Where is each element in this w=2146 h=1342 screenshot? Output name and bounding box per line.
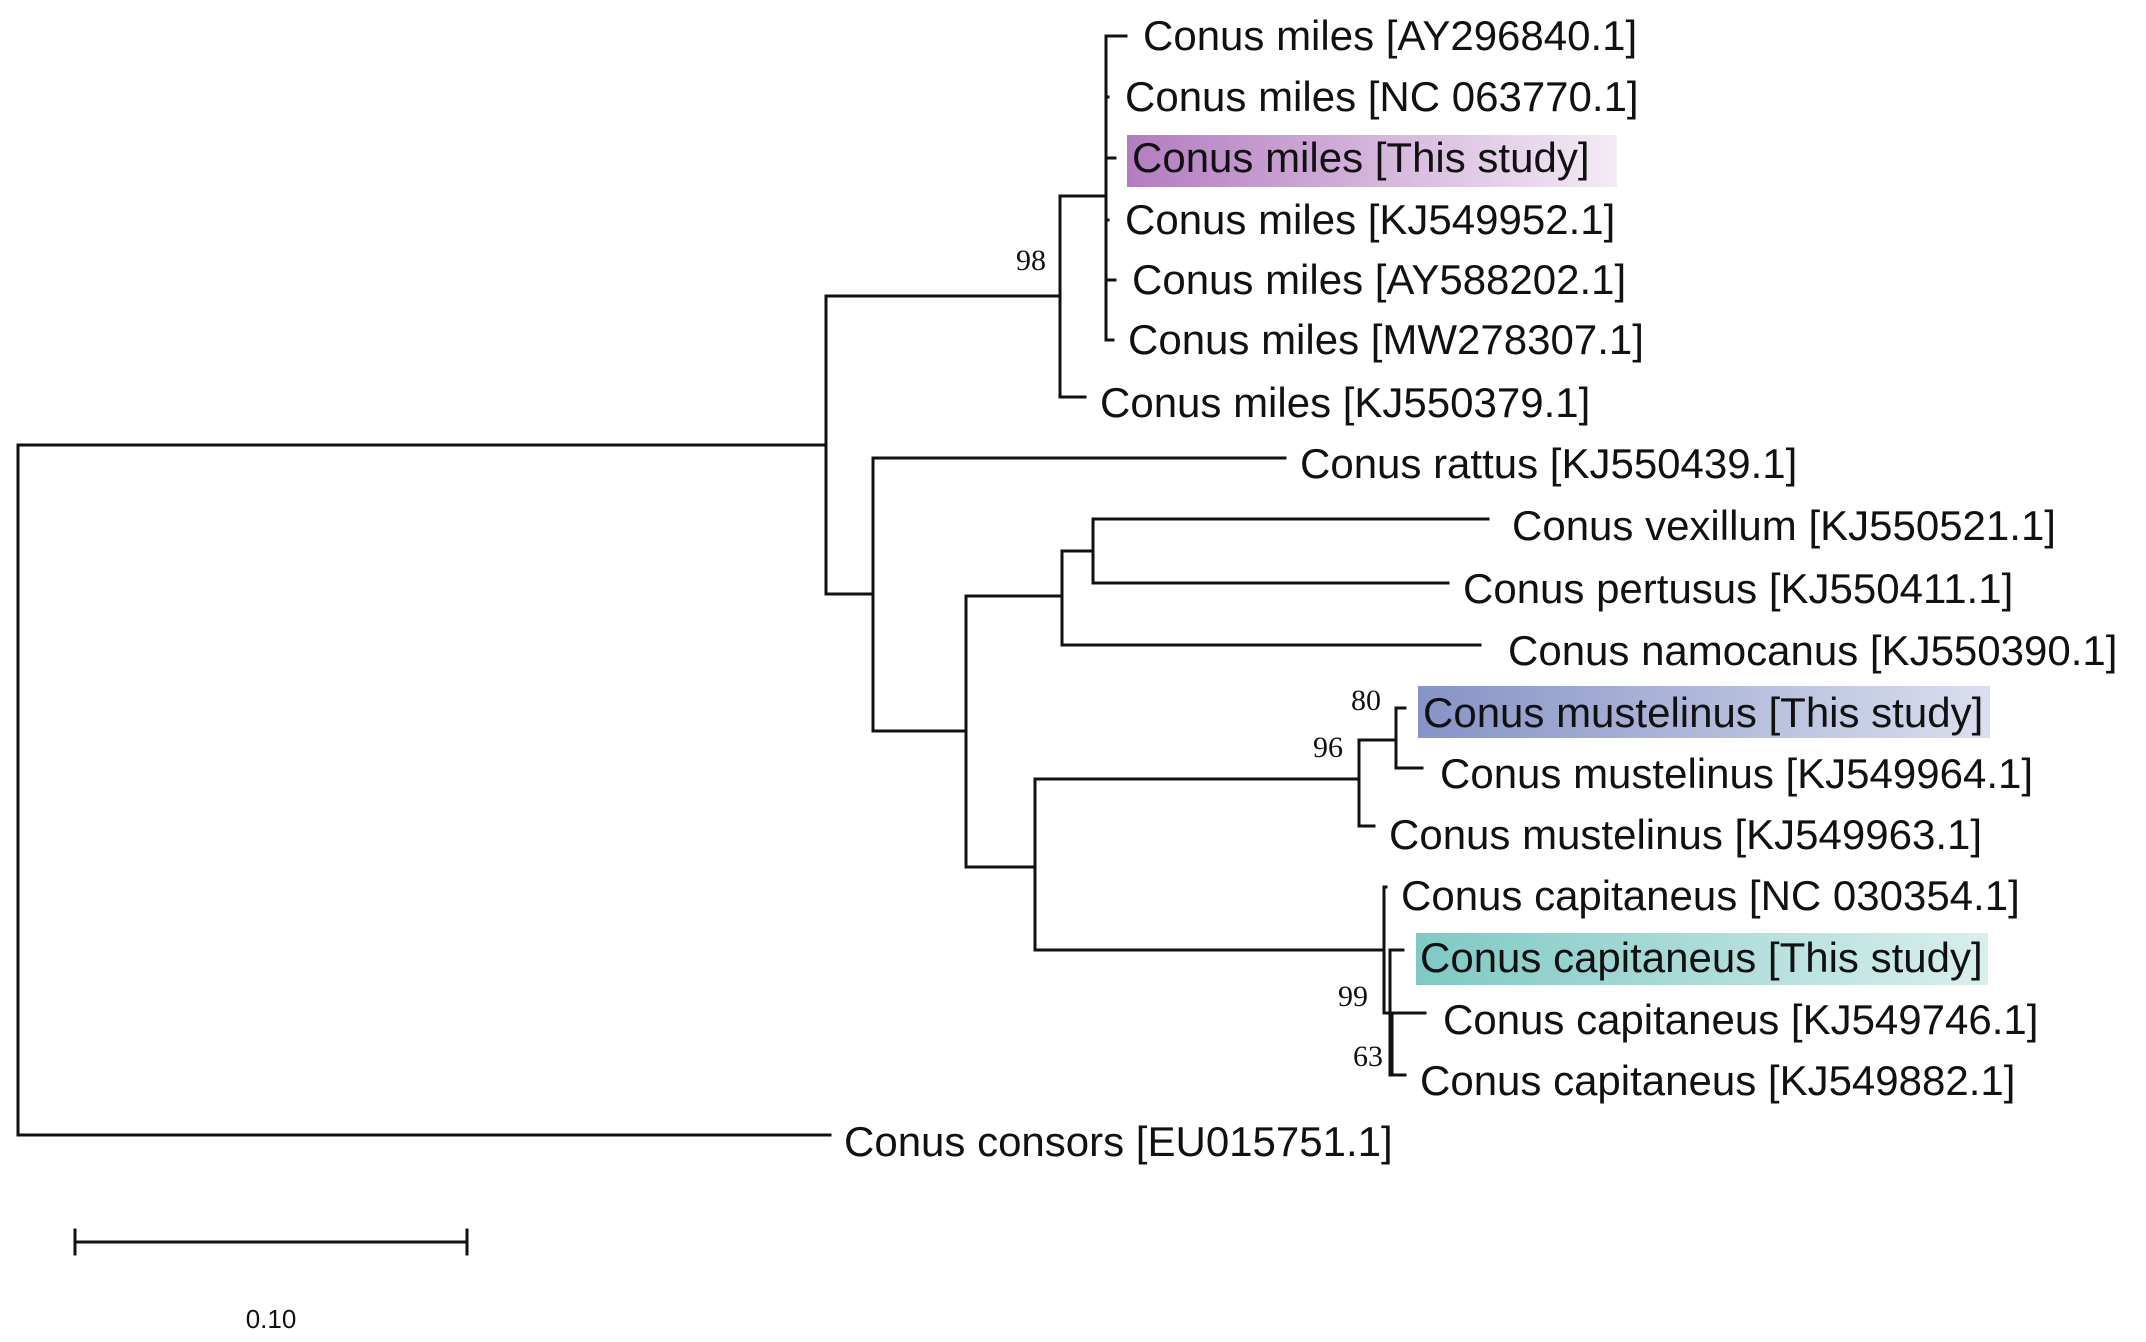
taxon-labels: Conus miles [AY296840.1] Conus miles [NC… [844,12,2117,1165]
bootstrap-values: 98 80 96 99 63 [1016,244,1383,1073]
highlight-miles-this-study [1127,135,1617,187]
bootstrap-value: 98 [1016,244,1046,277]
taxon-label-highlighted: Conus mustelinus [This study] [1423,689,1983,736]
taxon-label: Conus rattus [KJ550439.1] [1300,440,1797,487]
highlight-mustelinus-this-study [1418,686,1990,738]
taxon-label: Conus mustelinus [KJ549964.1] [1440,750,2033,797]
scale-bar: 0.10 [73,1228,469,1334]
taxon-label: Conus miles [MW278307.1] [1128,316,1644,363]
taxon-label-highlighted: Conus capitaneus [This study] [1420,934,1983,981]
bootstrap-value: 99 [1338,980,1368,1013]
taxon-label: Conus mustelinus [KJ549963.1] [1389,811,1982,858]
taxon-label: Conus miles [NC 063770.1] [1125,73,1639,120]
taxon-label: Conus miles [AY588202.1] [1132,256,1626,303]
bootstrap-value: 63 [1353,1040,1383,1073]
bootstrap-value: 96 [1313,731,1343,764]
taxon-label: Conus capitaneus [KJ549882.1] [1420,1057,2015,1104]
taxon-label: Conus miles [KJ549952.1] [1125,196,1615,243]
taxon-label: Conus namocanus [KJ550390.1] [1508,627,2117,674]
bootstrap-value: 80 [1351,684,1381,717]
taxon-label: Conus pertusus [KJ550411.1] [1463,565,2013,612]
scale-bar-line [73,1228,469,1256]
taxon-label: Conus vexillum [KJ550521.1] [1512,502,2056,549]
taxon-label: Conus capitaneus [NC 030354.1] [1401,872,2020,919]
highlight-capitaneus-this-study [1416,933,1988,985]
scale-bar-label: 0.10 [246,1304,297,1334]
taxon-label: Conus consors [EU015751.1] [844,1118,1393,1165]
taxon-label: Conus miles [KJ550379.1] [1100,379,1590,426]
taxon-label: Conus miles [AY296840.1] [1143,12,1637,59]
taxon-label-highlighted: Conus miles [This study] [1132,134,1590,181]
tree-branches [16,34,1490,1137]
taxon-label: Conus capitaneus [KJ549746.1] [1443,996,2038,1043]
branch-miles-ay296840 [1104,34,1128,60]
